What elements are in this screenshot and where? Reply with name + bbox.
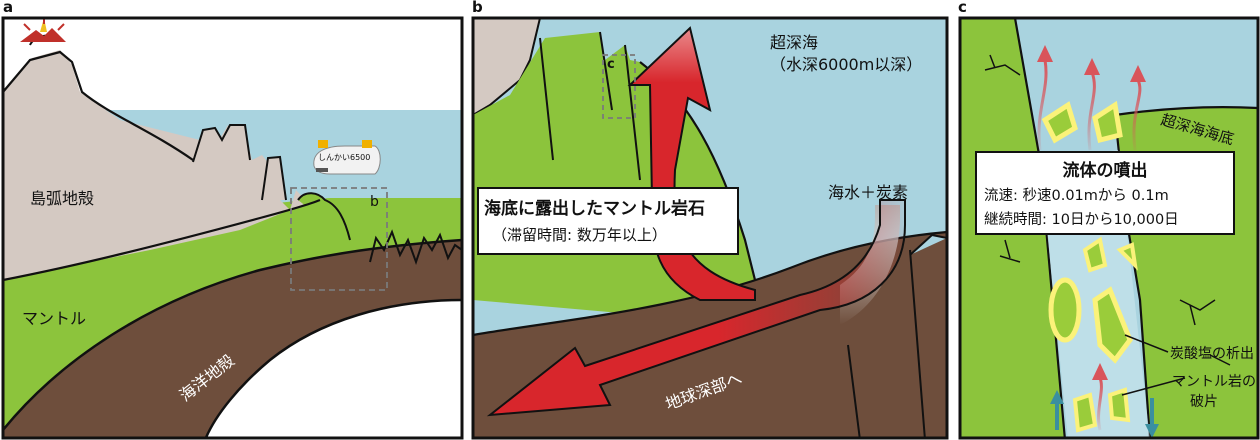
label-box-mantle-rock (477, 187, 739, 255)
panel-c: 流体の噴出 流速: 秒速0.01mから 0.1m 継続時間: 10日から10,0… (960, 18, 1258, 438)
panel-letter-b: b (472, 0, 483, 16)
inset-box-c (602, 54, 636, 119)
label-inset-b: b (370, 194, 379, 210)
flow-speed: 流速: 秒速0.01mから 0.1m (984, 187, 1169, 204)
label-hadal: 超深海 (770, 33, 818, 52)
label-island-arc-crust: 島弧地殻 (30, 189, 94, 208)
label-seawater-carbon: 海水＋炭素 (828, 183, 908, 202)
fluid-box (975, 151, 1235, 235)
label-mantle-fragment-2: 破片 (1190, 394, 1218, 410)
label-mantle-fragment-1: マントル岩の (1172, 374, 1256, 390)
inset-box-b (290, 187, 388, 291)
label-carbonate: 炭酸塩の析出 (1170, 346, 1254, 362)
shear-arrows (1050, 390, 1159, 438)
label-inset-c: c (607, 57, 615, 72)
box-sub: （滞留時間: 数万年以上） (492, 226, 667, 244)
panel-letter-a: a (3, 0, 14, 16)
panel-letter-c: c (958, 0, 967, 16)
label-submersible: しんかい6500 (318, 153, 370, 162)
panel-b: 海底に露出したマントル岩石 （滞留時間: 数万年以上） 超深海 （水深6000m… (473, 18, 947, 438)
flow-duration: 継続時間: 10日から10,000日 (984, 211, 1179, 228)
fluid-arrows (1037, 45, 1146, 431)
panel-b-frame (471, 16, 949, 440)
box-title: 海底に露出したマントル岩石 (484, 198, 705, 219)
fluid-title: 流体の噴出 (1063, 160, 1148, 181)
arrow-to-deep-earth (486, 199, 906, 417)
label-hadal-depth: （水深6000m以深） (770, 55, 922, 74)
panel-a-frame (1, 16, 464, 440)
oceanic-crust (3, 240, 462, 438)
panel-a: 島弧地殻 マントル 海洋地殻 しんかい6500 b (3, 18, 462, 438)
label-mantle: マントル (22, 309, 86, 328)
volcano-icon (20, 18, 66, 46)
submersible-icon (313, 140, 381, 175)
panel-c-frame (958, 16, 1260, 440)
